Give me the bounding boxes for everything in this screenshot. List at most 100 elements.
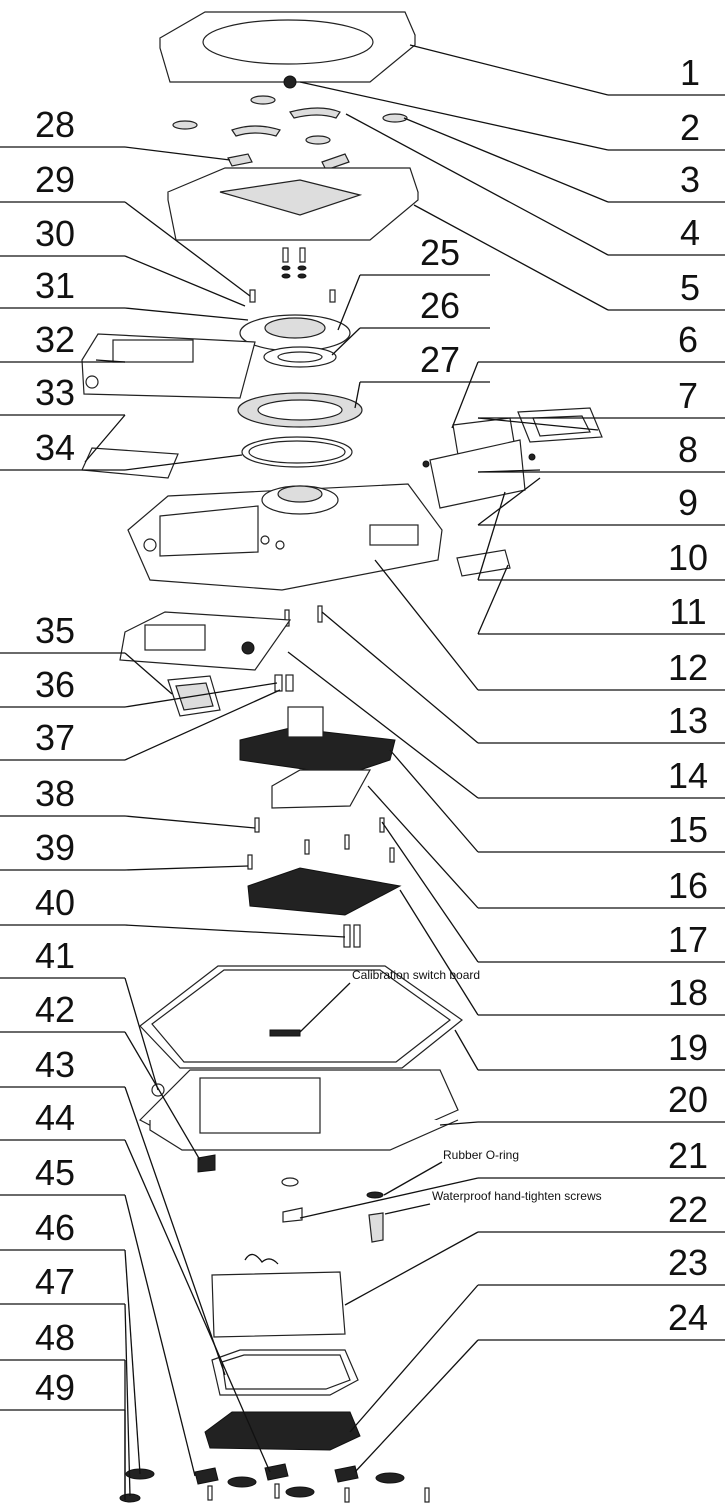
callout-leader-19 bbox=[454, 1029, 479, 1071]
callout-number-5: 5 bbox=[680, 267, 700, 308]
callout-leader-10 bbox=[477, 491, 506, 581]
callout-leader-7 bbox=[477, 417, 599, 431]
callout-leader-45 bbox=[124, 1194, 196, 1477]
callout-number-18: 18 bbox=[668, 972, 708, 1013]
callout-number-23: 23 bbox=[668, 1242, 708, 1283]
callout-number-8: 8 bbox=[678, 429, 698, 470]
callout-layer: 1234567891011121314151617181920212223242… bbox=[0, 44, 725, 1500]
callout-number-43: 43 bbox=[35, 1044, 75, 1085]
callout-number-10: 10 bbox=[668, 537, 708, 578]
callout-number-22: 22 bbox=[668, 1189, 708, 1230]
callout-number-44: 44 bbox=[35, 1097, 75, 1138]
callout-leader-20 bbox=[439, 1121, 479, 1126]
callout-leader-41 bbox=[124, 977, 159, 1091]
callout-leader-16 bbox=[367, 785, 479, 909]
base-housing bbox=[138, 1069, 459, 1151]
callout-leader-28 bbox=[124, 146, 231, 161]
callout-leader-13 bbox=[321, 611, 479, 744]
callout-leader-31 bbox=[124, 307, 249, 321]
annotation-rubber-o-ring: Rubber O-ring bbox=[443, 1148, 519, 1162]
callout-number-14: 14 bbox=[668, 755, 708, 796]
callout-number-11: 11 bbox=[669, 591, 706, 632]
callout-number-32: 32 bbox=[35, 319, 75, 360]
callout-leader-22 bbox=[344, 1231, 479, 1306]
callout-leader-33 bbox=[84, 414, 126, 463]
callout-leader-11 bbox=[477, 564, 509, 635]
callout-leader-4 bbox=[345, 113, 609, 256]
callout-leader-43 bbox=[124, 1086, 226, 1376]
callout-number-46: 46 bbox=[35, 1207, 75, 1248]
callout-leader-12 bbox=[374, 559, 479, 691]
callout-number-49: 49 bbox=[35, 1367, 75, 1408]
callout-number-25: 25 bbox=[420, 232, 460, 273]
callout-leader-24 bbox=[354, 1339, 479, 1473]
callout-leader-42 bbox=[124, 1031, 201, 1161]
callout-leader-30 bbox=[124, 255, 246, 307]
callout-leader-5 bbox=[413, 204, 609, 311]
callout-number-29: 29 bbox=[35, 159, 75, 200]
callout-number-20: 20 bbox=[668, 1079, 708, 1120]
callout-leader-44 bbox=[124, 1139, 271, 1473]
callout-number-33: 33 bbox=[35, 372, 75, 413]
callout-number-2: 2 bbox=[680, 107, 700, 148]
callout-leader-46 bbox=[124, 1249, 141, 1475]
annotation-waterproof-screws: Waterproof hand-tighten screws bbox=[432, 1189, 602, 1203]
annotation-screws-leader bbox=[384, 1203, 431, 1215]
pan-support bbox=[167, 167, 419, 241]
callout-leader-9 bbox=[477, 477, 541, 526]
callout-number-3: 3 bbox=[680, 159, 700, 200]
callout-leader-21 bbox=[299, 1177, 479, 1219]
callout-number-24: 24 bbox=[668, 1297, 708, 1338]
callout-number-26: 26 bbox=[420, 285, 460, 326]
scale-housing bbox=[127, 483, 443, 591]
callout-leader-26 bbox=[331, 327, 361, 356]
callout-leader-47 bbox=[124, 1303, 131, 1497]
callout-leader-37 bbox=[124, 689, 281, 761]
callout-number-35: 35 bbox=[35, 610, 75, 651]
callout-leader-3 bbox=[403, 117, 609, 203]
callout-number-36: 36 bbox=[35, 664, 75, 705]
callout-leader-25 bbox=[337, 274, 361, 331]
callout-leader-40 bbox=[124, 924, 346, 938]
callout-leader-23 bbox=[349, 1284, 479, 1433]
callout-leader-18 bbox=[399, 889, 479, 1016]
callout-number-13: 13 bbox=[668, 700, 708, 741]
annotation-calibration-switch-board: Calibration switch board bbox=[352, 968, 480, 982]
callout-number-39: 39 bbox=[35, 827, 75, 868]
callout-number-45: 45 bbox=[35, 1152, 75, 1193]
callout-leader-1 bbox=[409, 44, 609, 96]
annotation-calibration-leader bbox=[299, 982, 351, 1033]
parts-illustration bbox=[81, 11, 603, 1503]
feet-group bbox=[119, 1468, 430, 1503]
callout-leader-14 bbox=[287, 651, 479, 799]
callout-number-17: 17 bbox=[668, 919, 708, 960]
callout-number-37: 37 bbox=[35, 717, 75, 758]
callout-number-1: 1 bbox=[680, 52, 700, 93]
callout-number-4: 4 bbox=[680, 212, 700, 253]
callout-number-42: 42 bbox=[35, 989, 75, 1030]
callout-leader-35 bbox=[124, 652, 173, 695]
callout-number-48: 48 bbox=[35, 1317, 75, 1358]
callout-number-6: 6 bbox=[678, 319, 698, 360]
callout-number-15: 15 bbox=[668, 809, 708, 850]
callout-leader-2 bbox=[299, 81, 609, 151]
callout-number-21: 21 bbox=[668, 1135, 708, 1176]
screw-set-top bbox=[249, 247, 336, 303]
callout-leader-36 bbox=[124, 682, 278, 708]
callout-leader-17 bbox=[381, 821, 479, 963]
callout-number-28: 28 bbox=[35, 104, 75, 145]
callout-number-30: 30 bbox=[35, 213, 75, 254]
callout-number-9: 9 bbox=[678, 482, 698, 523]
callout-leader-27 bbox=[354, 381, 361, 409]
callout-number-16: 16 bbox=[668, 865, 708, 906]
callout-number-31: 31 bbox=[35, 265, 75, 306]
callout-leader-34 bbox=[124, 454, 243, 471]
callout-number-7: 7 bbox=[678, 375, 698, 416]
callout-number-19: 19 bbox=[668, 1027, 708, 1068]
annotation-o-ring-leader bbox=[383, 1161, 443, 1196]
callout-number-38: 38 bbox=[35, 773, 75, 814]
callout-leader-39 bbox=[124, 865, 249, 871]
callout-leader-29 bbox=[124, 201, 251, 297]
callout-number-41: 41 bbox=[35, 935, 75, 976]
